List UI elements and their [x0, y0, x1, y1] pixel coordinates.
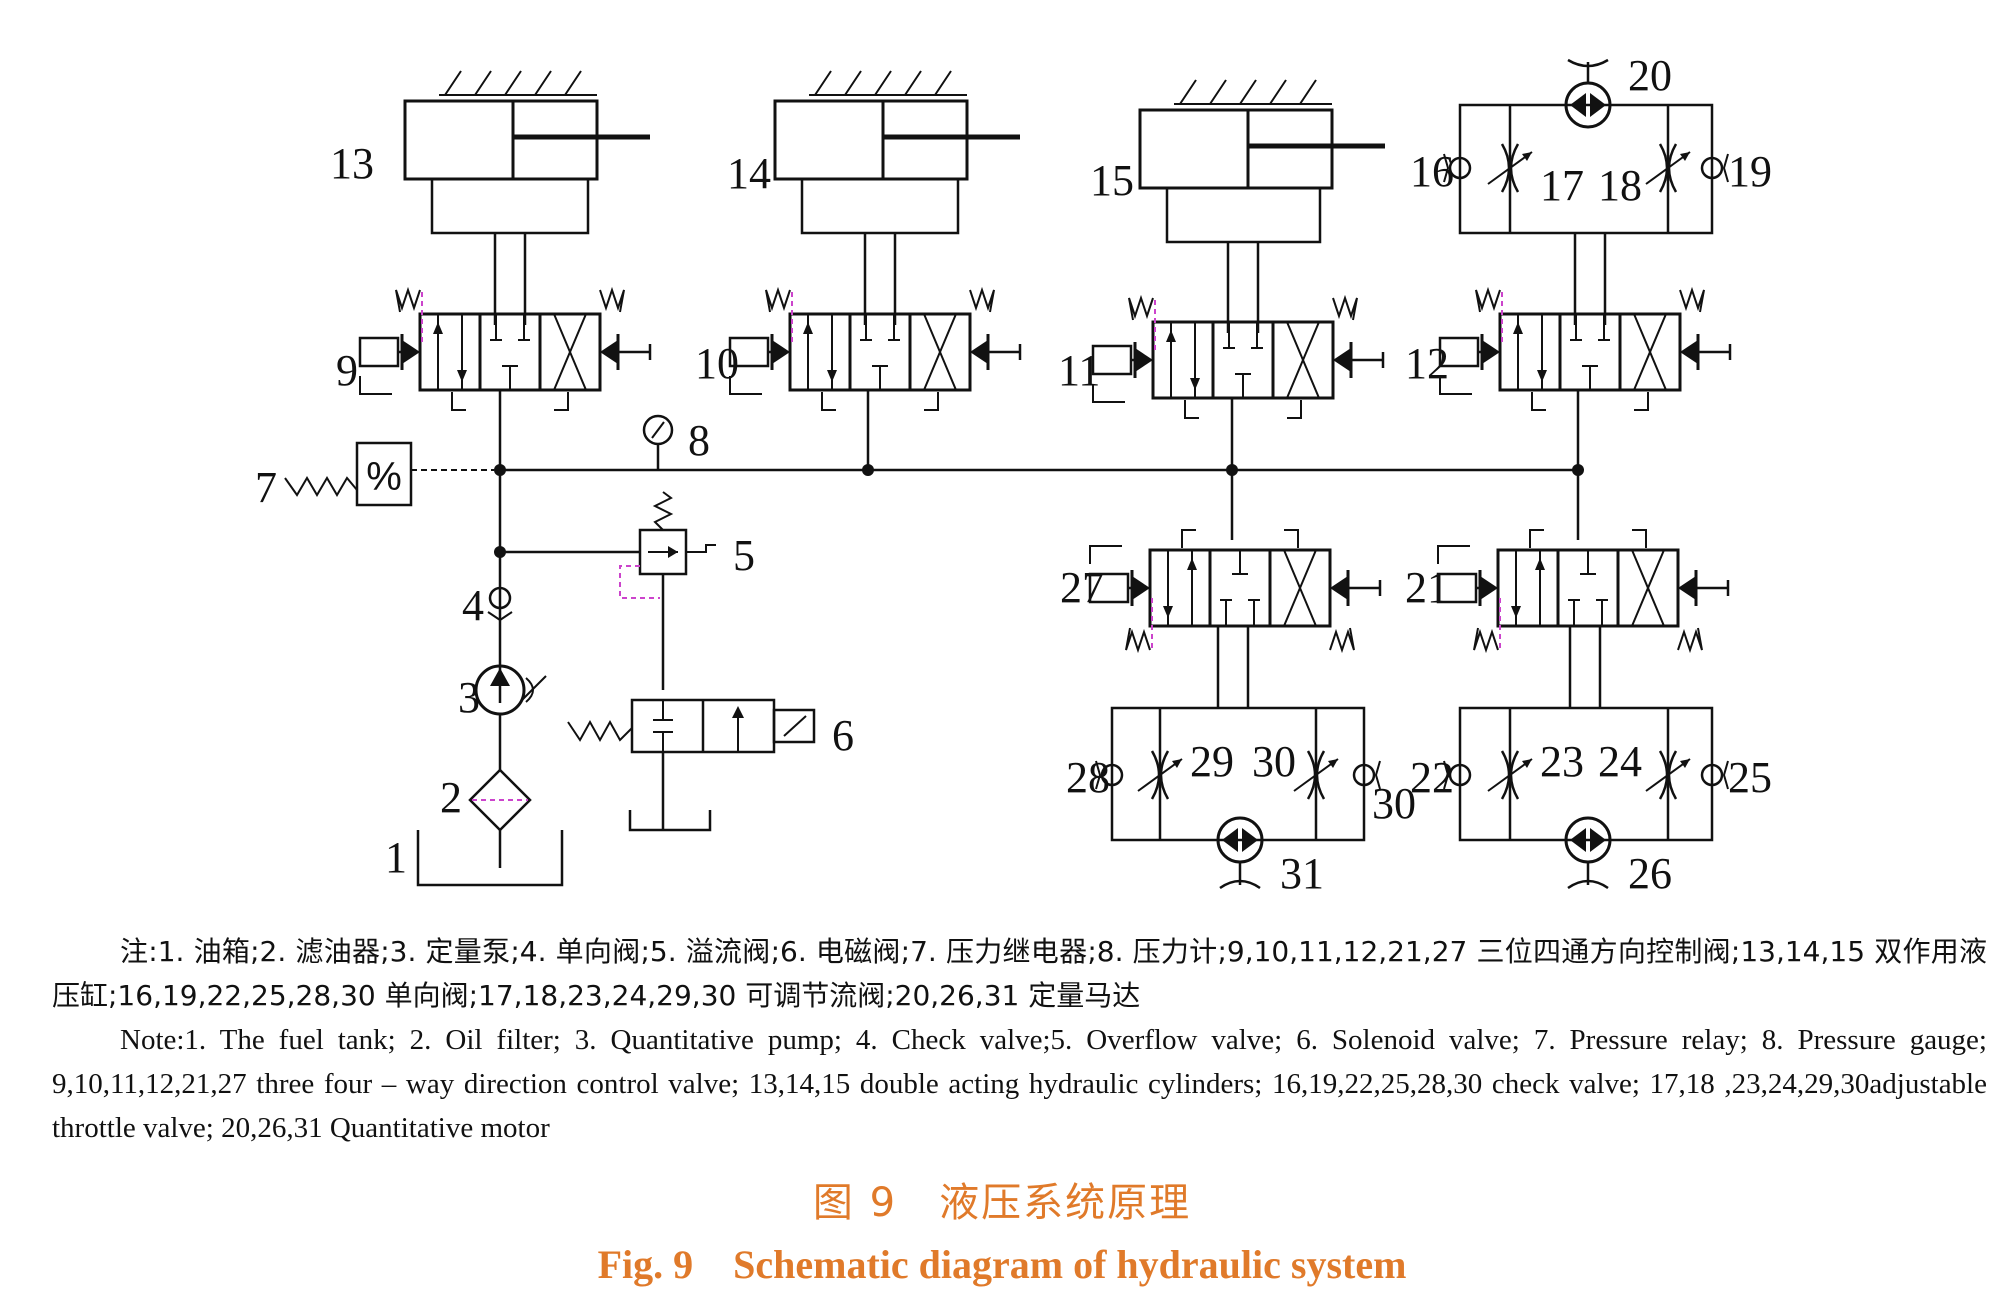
figure-notes: 注:1. 油箱;2. 滤油器;3. 定量泵;4. 单向阀;5. 溢流阀;6. 电…: [52, 930, 1987, 1150]
label-8: 8: [688, 416, 710, 465]
label-2: 2: [440, 773, 462, 822]
note-english: Note:1. The fuel tank; 2. Oil filter; 3.…: [52, 1024, 1987, 1144]
cylinder-14: [775, 71, 1020, 325]
label-3: 3: [458, 673, 480, 722]
label-27: 27: [1060, 563, 1104, 612]
valve-10: [728, 288, 1022, 412]
label-10: 10: [695, 339, 739, 388]
label-6: 6: [832, 711, 854, 760]
label-14: 14: [727, 149, 771, 198]
note-chinese: 注:1. 油箱;2. 滤油器;3. 定量泵;4. 单向阀;5. 溢流阀;6. 电…: [52, 935, 1987, 1012]
solenoid-valve-6: [567, 698, 816, 832]
label-7: 7: [255, 463, 277, 512]
valve-27: [1088, 528, 1382, 652]
label-5: 5: [733, 531, 755, 580]
valve-12: [1438, 288, 1732, 412]
label-22: 22: [1410, 753, 1454, 802]
label-17: 17: [1540, 161, 1584, 210]
label-30-check: 30: [1372, 779, 1416, 828]
svg-text:%: %: [366, 455, 402, 499]
label-1: 1: [385, 833, 407, 882]
label-31: 31: [1280, 849, 1324, 898]
label-25: 25: [1728, 753, 1772, 802]
label-21: 21: [1405, 563, 1449, 612]
label-18: 18: [1598, 161, 1642, 210]
label-29: 29: [1190, 737, 1234, 786]
pump-group: [416, 586, 564, 887]
label-9: 9: [336, 346, 358, 395]
valve-21: [1436, 528, 1730, 652]
motor-circuit-lower-right: [1442, 626, 1730, 890]
label-12: 12: [1405, 339, 1449, 388]
label-13: 13: [330, 139, 374, 188]
label-30-throttle: 30: [1252, 737, 1296, 786]
label-15: 15: [1090, 156, 1134, 205]
label-20: 20: [1628, 51, 1672, 100]
label-4: 4: [462, 581, 484, 630]
figure-title-chinese: 图 9 液压系统原理: [812, 1180, 1192, 1226]
hydraulic-schematic: %: [255, 51, 1772, 898]
cylinder-13: [405, 71, 650, 325]
label-28: 28: [1066, 753, 1110, 802]
motor-circuit-top: [1442, 58, 1730, 325]
valve-11: [1091, 296, 1385, 420]
figure-title-english: Fig. 9 Schematic diagram of hydraulic sy…: [597, 1242, 1407, 1287]
label-23: 23: [1540, 737, 1584, 786]
label-11: 11: [1058, 346, 1100, 395]
label-24: 24: [1598, 737, 1642, 786]
valve-9: [358, 288, 652, 412]
main-pressure-line: %: [284, 390, 1584, 703]
label-19: 19: [1728, 147, 1772, 196]
cylinder-15: [1140, 80, 1385, 333]
label-26: 26: [1628, 849, 1672, 898]
overflow-valve-5: [500, 491, 716, 690]
motor-circuit-lower-left: [1094, 626, 1382, 890]
label-16: 16: [1410, 147, 1454, 196]
